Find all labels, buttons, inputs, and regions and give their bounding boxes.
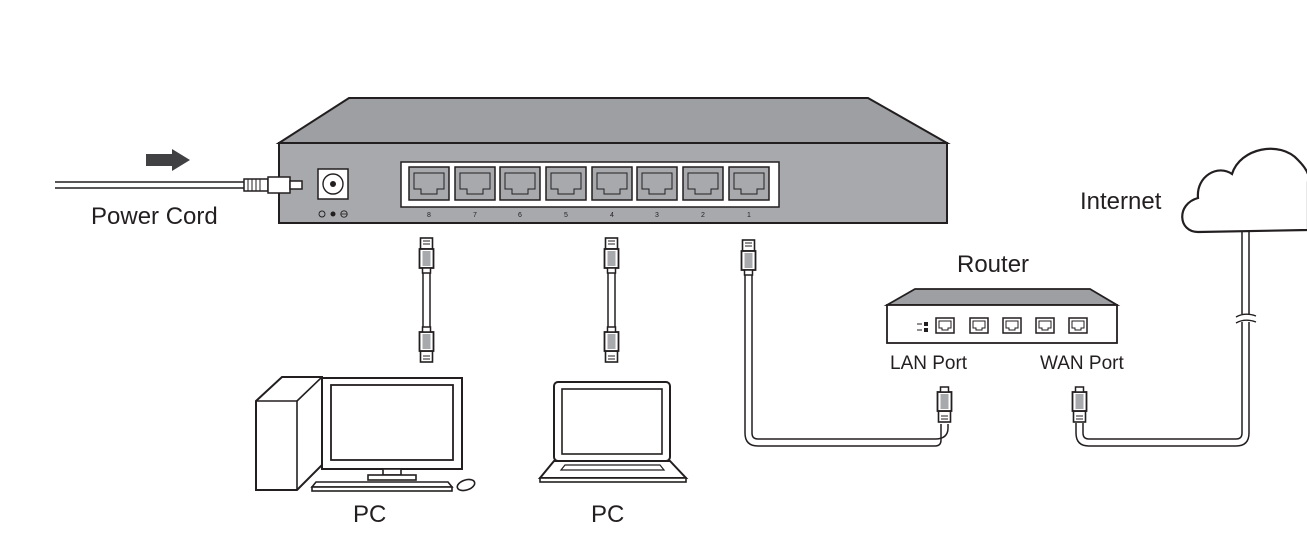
- ethernet-cable-internet: [1071, 232, 1257, 447]
- switch: 8 7 6 5 4 3 2 1: [275, 97, 951, 224]
- switch-port-4: [591, 166, 633, 201]
- mouse: [456, 478, 476, 492]
- router-lan-port: [935, 317, 955, 334]
- switch-port-1: [728, 166, 770, 201]
- port-number: 2: [701, 212, 705, 219]
- router-port: [1002, 317, 1022, 334]
- router-port: [969, 317, 989, 334]
- keyboard: [310, 481, 454, 492]
- router-port: [1035, 317, 1055, 334]
- switch-port-6: [499, 166, 541, 201]
- port-number: 7: [473, 212, 477, 219]
- router-label: Router: [957, 251, 1030, 278]
- monitor: [321, 377, 463, 481]
- laptop: [537, 381, 689, 483]
- switch-port-8: [408, 166, 450, 201]
- router: [883, 288, 1121, 344]
- port-number: 6: [518, 212, 522, 219]
- power-cord: [55, 176, 303, 194]
- rj45-plug-icon: [418, 326, 435, 363]
- port-number: 3: [655, 212, 659, 219]
- router-wan-port: [1068, 317, 1088, 334]
- arrow-right-icon: [146, 149, 190, 171]
- rj45-plug-icon: [936, 386, 953, 423]
- ethernet-cable-desktop: [418, 237, 435, 363]
- power-jack: [317, 168, 349, 218]
- port-number: 5: [564, 212, 568, 219]
- internet-label: Internet: [1080, 188, 1162, 215]
- rj45-plug-icon: [603, 237, 620, 274]
- rj45-plug-icon: [740, 239, 757, 276]
- switch-port-2: [682, 166, 724, 201]
- power-cord-label: Power Cord: [91, 203, 218, 230]
- laptop-pc-label: PC: [591, 501, 625, 528]
- switch-port-7: [454, 166, 496, 201]
- wan-port-label: WAN Port: [1040, 353, 1124, 374]
- switch-port-3: [636, 166, 678, 201]
- rj45-plug-icon: [603, 326, 620, 363]
- port-number: 8: [427, 212, 431, 219]
- switch-top-face: [275, 97, 951, 144]
- switch-port-5: [545, 166, 587, 201]
- port-number: 1: [747, 212, 751, 219]
- rj45-plug-icon: [1071, 386, 1088, 423]
- pc-tower: [255, 376, 323, 491]
- desktop-pc-label: PC: [353, 501, 387, 528]
- ethernet-cable-router-lan: [740, 239, 953, 447]
- ethernet-cable-laptop: [603, 237, 620, 363]
- cloud-icon: [1181, 147, 1307, 234]
- lan-port-label: LAN Port: [890, 353, 968, 374]
- port-number: 4: [610, 212, 614, 219]
- router-led-indicators: [917, 322, 928, 332]
- desktop-pc: [255, 376, 476, 492]
- router-top-face: [883, 288, 1121, 306]
- rj45-plug-icon: [418, 237, 435, 274]
